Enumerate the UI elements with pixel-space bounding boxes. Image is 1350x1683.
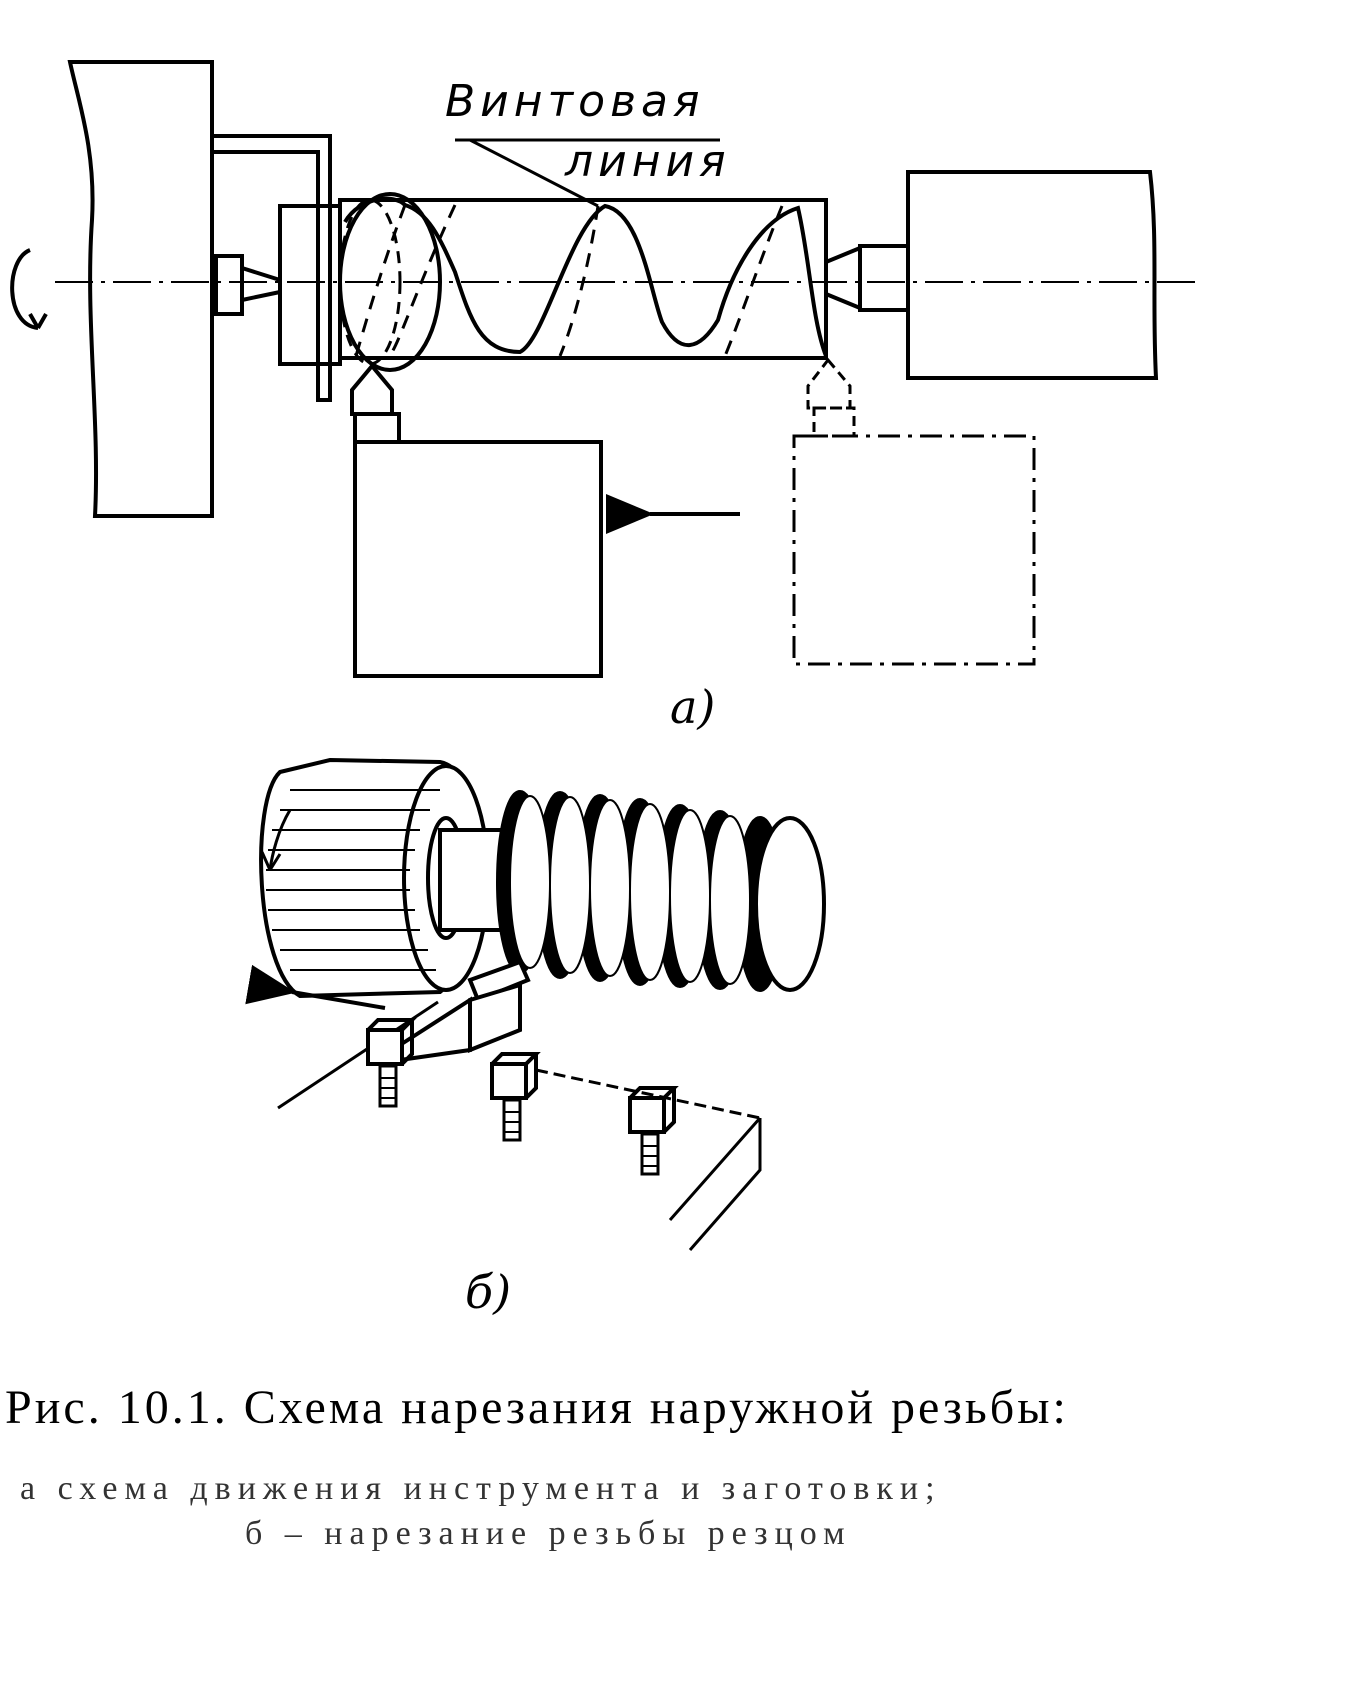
panel-a-label: а): [670, 680, 716, 734]
figure-caption-line-2: б – нарезание резьбы резцом: [245, 1515, 852, 1552]
tool-post-edge: [277, 1000, 439, 1110]
tool-carriage: [353, 440, 603, 678]
driving-dog: [212, 134, 332, 402]
panel-b-diagram: [245, 757, 826, 1251]
threaded-workpiece: [438, 790, 826, 992]
feed-arrow-b-icon: [245, 964, 386, 1010]
panel-a-diagram: [10, 60, 1195, 678]
tool-post-body: [668, 1117, 762, 1251]
tool-carriage-initial: [792, 434, 1036, 666]
tailstock-center: [825, 245, 862, 311]
rotation-arrow-icon: [10, 248, 39, 330]
clamping-bolt: [366, 1018, 417, 1108]
cutting-tool: [350, 362, 394, 416]
clamping-bolt: [628, 1086, 679, 1176]
helix-label-line-2: линия: [565, 136, 731, 187]
cutting-tool-initial: [806, 357, 852, 410]
figure-caption-line-1: а схема движения инструмента и заготовки…: [20, 1470, 942, 1507]
panel-b-label: б): [465, 1265, 512, 1319]
rotation-arrow-b-icon: [268, 809, 292, 871]
helix-back: [354, 204, 784, 357]
helix-label-line-1: Винтовая: [445, 76, 705, 127]
cutting-tool-3d: [467, 959, 531, 1003]
clamping-bolt: [490, 1052, 541, 1142]
chuck-center: [214, 254, 244, 316]
tailstock: [906, 170, 1159, 380]
figure-caption-title: Рис. 10.1. Схема нарезания наружной резь…: [5, 1381, 1069, 1434]
lathe-chuck: [67, 60, 214, 518]
